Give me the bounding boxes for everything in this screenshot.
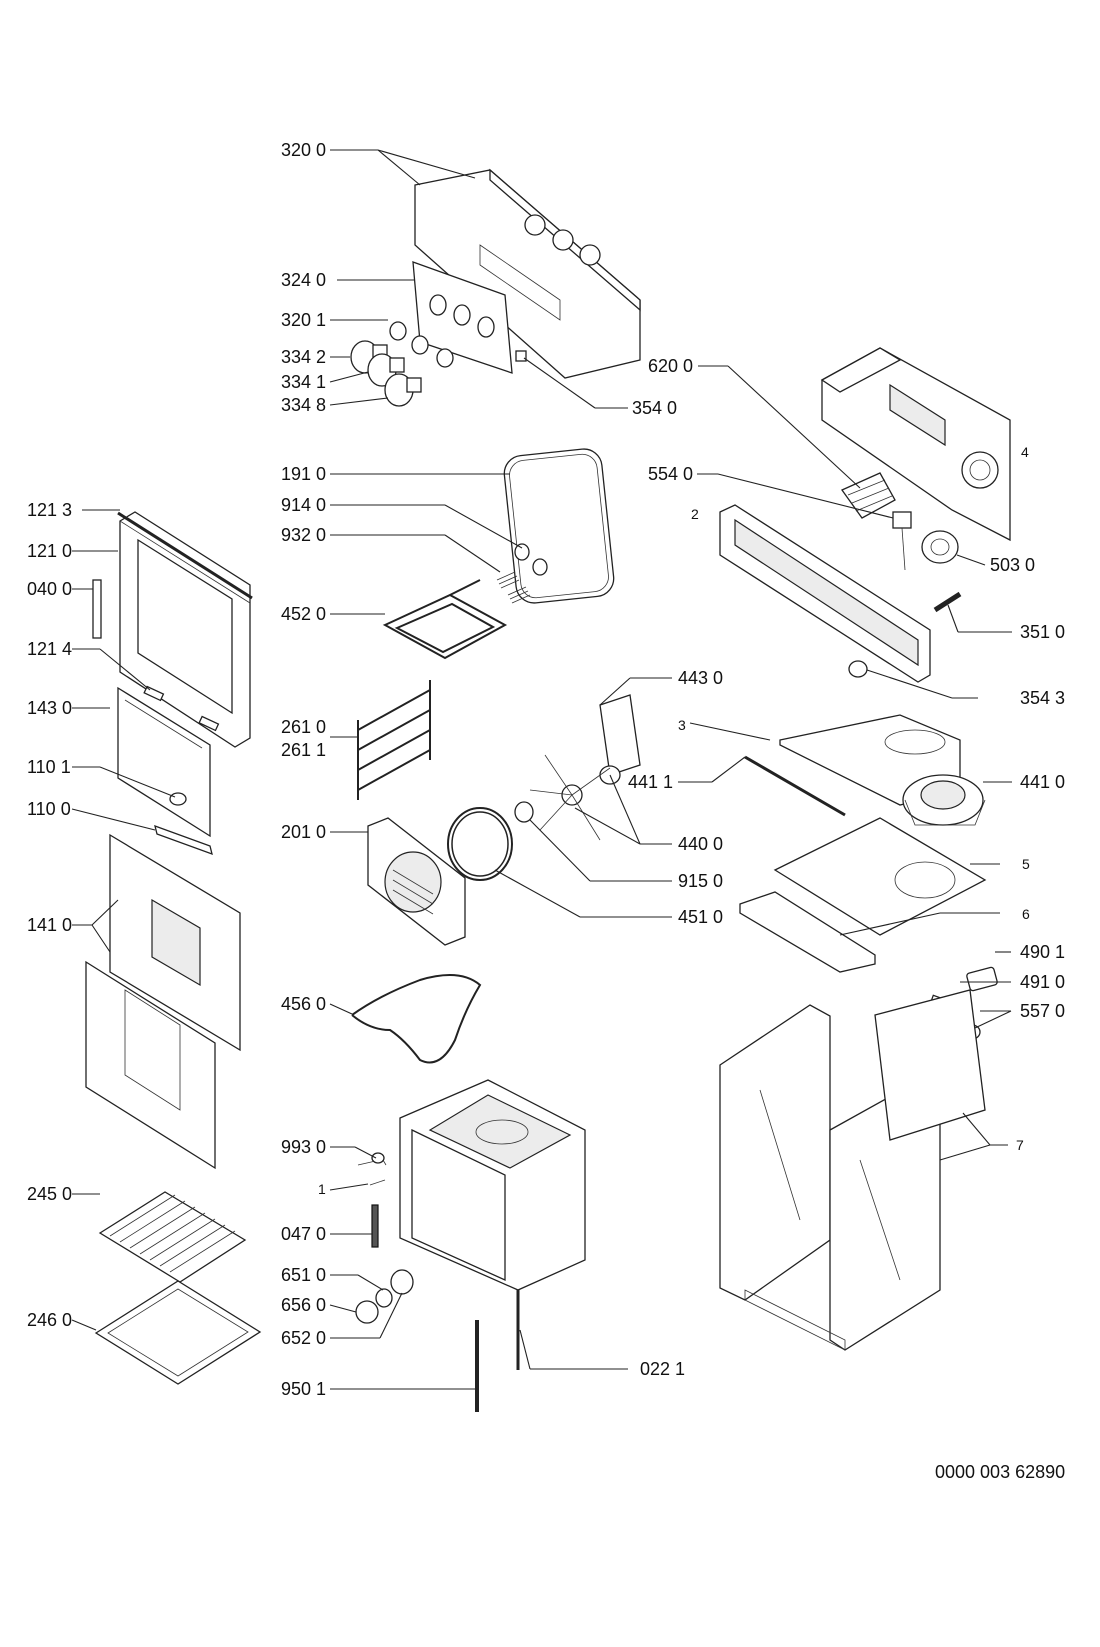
oven-lamp-assembly <box>355 1269 414 1324</box>
oven-cavity <box>399 1079 586 1370</box>
fan-nut <box>514 801 534 823</box>
part-110-0 <box>154 824 213 856</box>
circular-heating-element <box>447 807 513 881</box>
part-110-1 <box>169 792 187 806</box>
side-racks <box>357 680 431 800</box>
label-950-1: 950 1 <box>281 1379 326 1399</box>
label-245-0: 245 0 <box>27 1184 72 1204</box>
label-441-0: 441 0 <box>1020 772 1065 792</box>
label-351-0: 351 0 <box>1020 622 1065 642</box>
outer-casing <box>719 989 986 1351</box>
label-914-0: 914 0 <box>281 495 326 515</box>
screws <box>357 1152 387 1186</box>
bottom-heating-element <box>351 974 482 1064</box>
part-490-1 <box>966 966 998 992</box>
duct-plate-6 <box>739 891 876 973</box>
label-047-0: 047 0 <box>281 1224 326 1244</box>
label-3: 3 <box>678 717 686 733</box>
fan-blade <box>529 754 611 841</box>
label-5: 5 <box>1022 856 1030 872</box>
label-201-0: 201 0 <box>281 822 326 842</box>
indicator-lamp <box>515 350 527 362</box>
label-491-0: 491 0 <box>1020 972 1065 992</box>
label-4: 4 <box>1021 444 1029 460</box>
label-121-3: 121 3 <box>27 500 72 520</box>
label-324-0: 324 0 <box>281 270 326 290</box>
wire-shelf <box>98 1191 247 1283</box>
control-knobs <box>350 340 422 407</box>
label-915-0: 915 0 <box>678 871 723 891</box>
label-040-0: 040 0 <box>27 579 72 599</box>
door-inner-frame <box>119 511 251 748</box>
label-246-0: 246 0 <box>27 1310 72 1330</box>
label-554-0: 554 0 <box>648 464 693 484</box>
control-panel-front-plate <box>412 261 513 374</box>
grill-heating-element <box>382 579 508 660</box>
label-110-1: 110 1 <box>27 757 71 777</box>
label-261-0: 261 0 <box>281 717 326 737</box>
label-452-0: 452 0 <box>281 604 326 624</box>
oven-gasket <box>503 448 615 604</box>
label-354-0: 354 0 <box>632 398 677 418</box>
label-652-0: 652 0 <box>281 1328 326 1348</box>
strip-441-1 <box>744 755 846 817</box>
part-number-labels: 320 0 324 0 320 1 334 2 334 1 334 8 354 … <box>27 140 1065 1399</box>
door-hinge <box>92 579 102 639</box>
label-334-2: 334 2 <box>281 347 326 367</box>
label-141-0: 141 0 <box>27 915 72 935</box>
label-261-1: 261 1 <box>281 740 326 760</box>
document-number: 0000 003 62890 <box>935 1462 1065 1482</box>
label-557-0: 557 0 <box>1020 1001 1065 1021</box>
control-panel-rear <box>414 168 641 379</box>
label-456-0: 456 0 <box>281 994 326 1014</box>
label-121-0: 121 0 <box>27 541 72 561</box>
label-191-0: 191 0 <box>281 464 326 484</box>
label-2: 2 <box>691 506 699 522</box>
switch-554 <box>892 511 912 571</box>
label-503-0: 503 0 <box>990 555 1035 575</box>
outer-glass-panels <box>85 833 241 1170</box>
door-trims <box>143 685 220 732</box>
label-443-0: 443 0 <box>678 668 723 688</box>
label-656-0: 656 0 <box>281 1295 326 1315</box>
tangential-fan <box>902 774 986 826</box>
label-620-0: 620 0 <box>648 356 693 376</box>
knob-rings <box>389 321 454 368</box>
label-490-1: 490 1 <box>1020 942 1065 962</box>
front-frame <box>719 504 931 683</box>
label-451-0: 451 0 <box>678 907 723 927</box>
part-047-0 <box>371 1204 379 1248</box>
inner-glass-panel <box>117 686 211 838</box>
baking-tray <box>94 1280 262 1385</box>
label-320-1: 320 1 <box>281 310 326 330</box>
springs <box>496 571 531 604</box>
label-334-1: 334 1 <box>281 372 326 392</box>
label-110-0: 110 0 <box>27 799 71 819</box>
control-board <box>841 472 896 519</box>
label-651-0: 651 0 <box>281 1265 326 1285</box>
lamp-354-3 <box>848 660 868 678</box>
label-334-8: 334 8 <box>281 395 326 415</box>
door-top-strip <box>117 511 253 600</box>
label-932-0: 932 0 <box>281 525 326 545</box>
pin-351 <box>933 591 962 613</box>
label-1: 1 <box>318 1181 326 1197</box>
duct-plate-5 <box>773 817 987 936</box>
label-320-0: 320 0 <box>281 140 326 160</box>
electronic-module-housing <box>820 347 1011 542</box>
label-354-3: 354 3 <box>1020 688 1065 708</box>
label-440-0: 440 0 <box>678 834 723 854</box>
label-6: 6 <box>1022 906 1030 922</box>
fixing-nuts <box>514 543 548 576</box>
motor-503 <box>921 530 959 564</box>
label-143-0: 143 0 <box>27 698 72 718</box>
label-121-4: 121 4 <box>27 639 72 659</box>
label-7: 7 <box>1016 1137 1024 1153</box>
leader-lines <box>71 149 1012 1390</box>
label-993-0: 993 0 <box>281 1137 326 1157</box>
label-022-1: 022 1 <box>640 1359 685 1379</box>
rear-panel <box>367 817 466 946</box>
label-441-1: 441 1 <box>628 772 673 792</box>
